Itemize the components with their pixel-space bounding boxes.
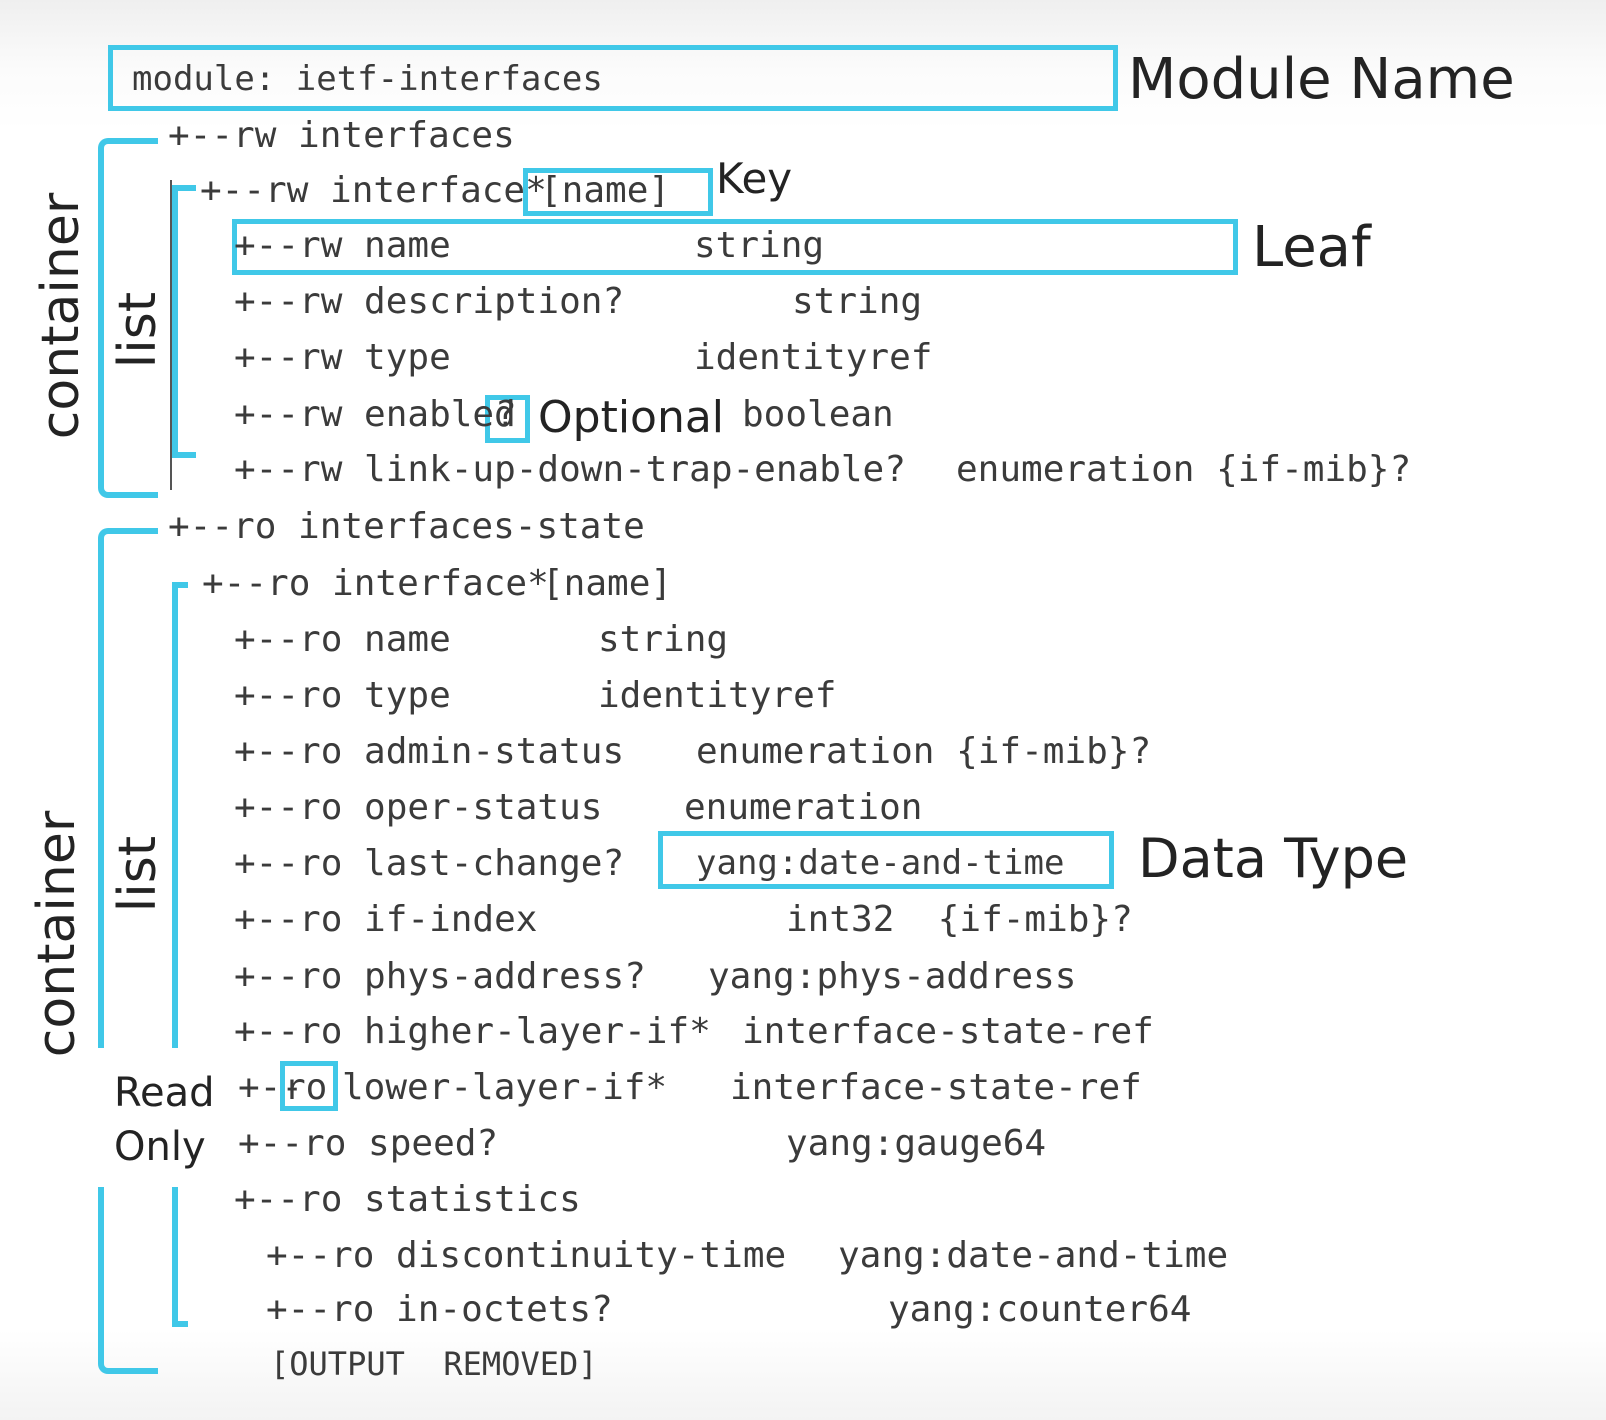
tree-ro-oper-status: +--ro oper-status xyxy=(234,787,603,828)
tree-ro-higher-layer-if: +--ro higher-layer-if* xyxy=(234,1011,711,1052)
output-removed-note: [OUTPUT REMOVED] xyxy=(270,1345,598,1383)
key-callout: Key xyxy=(716,154,793,203)
tree-ro-discontinuity-time-type: yang:date-and-time xyxy=(838,1235,1229,1276)
tree-ro-oper-status-type: enumeration xyxy=(684,787,923,828)
data-type-highlight xyxy=(658,831,1114,889)
read-callout: Read xyxy=(114,1070,215,1116)
leaf-highlight xyxy=(232,219,1238,275)
tree-rw-description: +--rw description? xyxy=(234,281,625,322)
container-bracket-tail xyxy=(98,1187,158,1374)
container-label-top: container xyxy=(31,192,91,440)
list-label-bottom: list xyxy=(108,835,168,913)
tree-ro-phys-address: +--ro phys-address? xyxy=(234,956,646,997)
tree-ro-speed-type: yang:gauge64 xyxy=(786,1123,1047,1164)
tree-ro-discontinuity-time: +--ro discontinuity-time xyxy=(266,1235,787,1276)
tree-ro-if-index: +--ro if-index xyxy=(234,899,538,940)
tree-rw-enabled-type: boolean xyxy=(742,394,894,435)
tree-ro-lower-prefix: +-- xyxy=(238,1067,304,1108)
tree-rw-name: +--rw name xyxy=(234,225,451,266)
tree-ro-interface-key: [name] xyxy=(542,563,673,604)
tree-rw-enabled-optional-mark: ? xyxy=(495,394,517,435)
tree-ro-last-change: +--ro last-change? xyxy=(234,843,625,884)
tree-ro-type: +--ro type xyxy=(234,675,451,716)
list-bracket-bottom xyxy=(172,582,188,1048)
module-name-highlight xyxy=(108,45,1118,111)
optional-callout: Optional xyxy=(538,392,725,443)
tree-rw-name-type: string xyxy=(694,225,825,266)
tree-rw-type: +--rw type xyxy=(234,337,451,378)
tree-ro-admin-status-type: enumeration {if-mib}? xyxy=(696,731,1152,772)
tree-rw-interface: +--rw interface* xyxy=(200,170,547,211)
container-bracket-bottom xyxy=(98,528,158,1048)
tree-ro-phys-address-type: yang:phys-address xyxy=(708,956,1077,997)
tree-rw-interface-key: [name] xyxy=(540,170,671,211)
only-callout: Only xyxy=(114,1124,206,1170)
list-label-top: list xyxy=(108,291,168,369)
container-bracket-top xyxy=(98,138,158,498)
tree-ro-in-octets-type: yang:counter64 xyxy=(888,1289,1192,1330)
tree-ro-higher-layer-if-type: interface-state-ref xyxy=(742,1011,1154,1052)
tree-ro-type-type: identityref xyxy=(598,675,837,716)
module-line: module: ietf-interfaces xyxy=(132,59,603,99)
module-name-callout: Module Name xyxy=(1128,47,1515,112)
tree-ro-lower-layer-if: lower-layer-if* xyxy=(342,1067,668,1108)
tree-rw-linkup: +--rw link-up-down-trap-enable? xyxy=(234,449,906,490)
list-bracket-tail xyxy=(172,1187,188,1327)
optional-highlight xyxy=(485,395,530,443)
read-only-highlight xyxy=(280,1061,338,1111)
leaf-callout: Leaf xyxy=(1252,215,1371,280)
tree-interfaces: +--rw interfaces xyxy=(168,115,515,156)
key-highlight xyxy=(523,168,713,216)
container-label-bottom: container xyxy=(27,810,87,1058)
data-type-callout: Data Type xyxy=(1138,827,1409,890)
tree-ro-last-change-type: yang:date-and-time xyxy=(696,843,1065,883)
tree-ro-lower-layer-if-type: interface-state-ref xyxy=(730,1067,1142,1108)
tree-ro-lower-ro: ro xyxy=(284,1067,328,1108)
tree-ro-name: +--ro name xyxy=(234,619,451,660)
tree-rw-linkup-type: enumeration {if-mib}? xyxy=(956,449,1412,490)
tree-ro-speed: +--ro speed? xyxy=(238,1123,499,1164)
tree-connector xyxy=(170,180,172,490)
tree-ro-admin-status: +--ro admin-status xyxy=(234,731,625,772)
tree-interfaces-state: +--ro interfaces-state xyxy=(168,506,645,547)
tree-ro-interface: +--ro interface* xyxy=(202,563,549,604)
tree-ro-in-octets: +--ro in-octets? xyxy=(266,1289,613,1330)
tree-ro-statistics: +--ro statistics xyxy=(234,1179,581,1220)
tree-rw-enabled: +--rw enabled xyxy=(234,394,516,435)
tree-rw-description-type: string xyxy=(792,281,923,322)
tree-rw-type-type: identityref xyxy=(694,337,933,378)
tree-ro-name-type: string xyxy=(598,619,729,660)
list-bracket-top xyxy=(172,185,196,458)
tree-ro-if-index-type: int32 {if-mib}? xyxy=(786,899,1133,940)
